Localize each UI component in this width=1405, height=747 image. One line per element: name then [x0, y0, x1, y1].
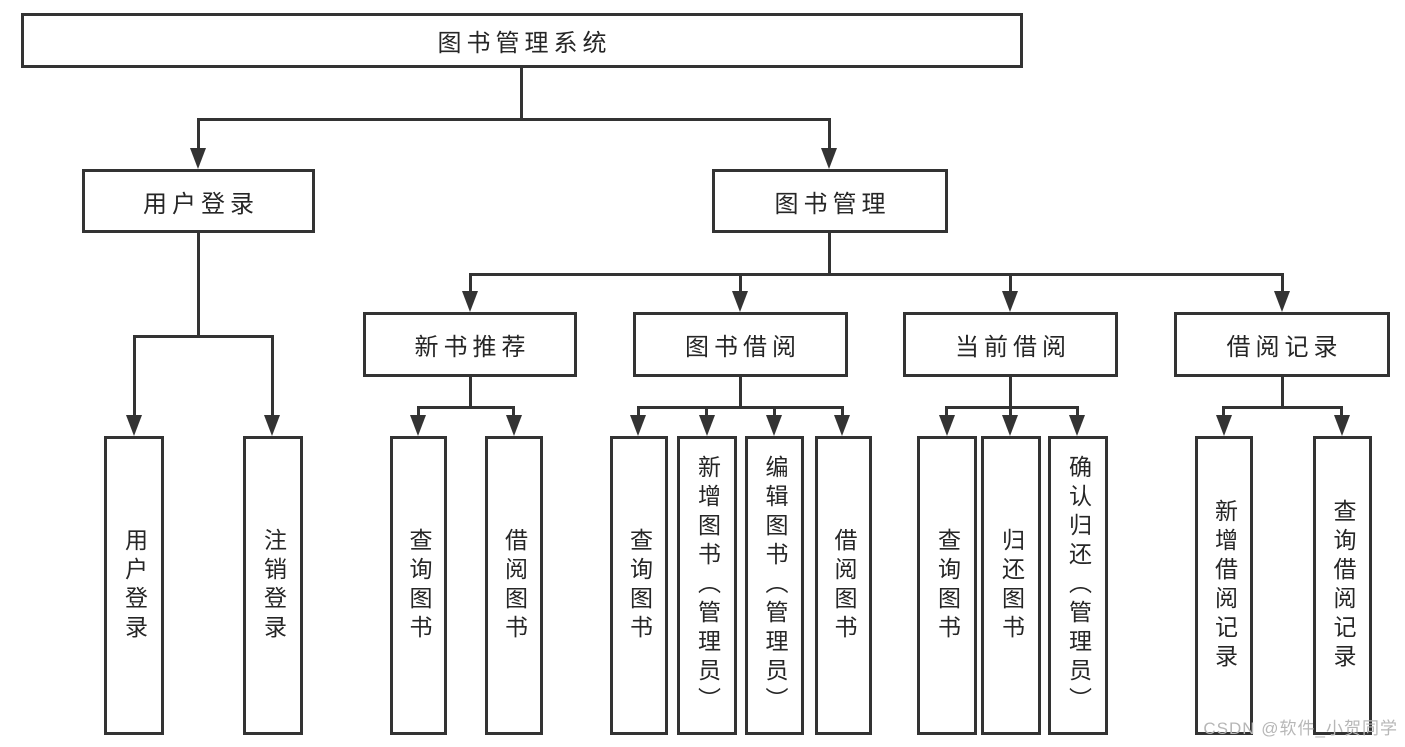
connector-line	[469, 273, 1284, 276]
leaf-add-borrow-record: 新增借阅记录	[1195, 436, 1253, 735]
node-label: 图书借阅	[685, 334, 801, 361]
connector-line	[1076, 406, 1079, 419]
leaf-label: 查询图书	[626, 527, 653, 644]
arrowhead-down	[264, 415, 280, 436]
arrowhead-down	[699, 415, 715, 436]
leaf-label: 查询图书	[934, 527, 961, 644]
leaf-query-books-borrowing: 查询图书	[610, 436, 668, 735]
arrowhead-down	[1274, 291, 1290, 312]
leaf-label: 注销登录	[260, 527, 287, 644]
leaf-user-login: 用户登录	[104, 436, 164, 735]
connector-line	[1281, 273, 1284, 295]
connector-line	[469, 273, 472, 295]
connector-line	[637, 406, 640, 419]
arrowhead-down	[766, 415, 782, 436]
node-book-management: 图书管理	[712, 169, 948, 233]
connector-line	[828, 118, 831, 150]
arrowhead-down	[1002, 415, 1018, 436]
connector-line	[739, 273, 742, 295]
leaf-add-book-admin: 新增图书（管理员）	[677, 436, 737, 735]
leaf-label: 查询借阅记录	[1330, 498, 1356, 673]
leaf-query-borrow-record: 查询借阅记录	[1313, 436, 1372, 735]
node-label: 借阅记录	[1226, 334, 1343, 361]
arrowhead-down	[939, 415, 955, 436]
leaf-label: 新增图书（管理员）	[694, 455, 721, 716]
connector-line	[197, 233, 200, 335]
leaf-query-books-current: 查询图书	[917, 436, 977, 735]
leaf-confirm-return-admin: 确认归还（管理员）	[1048, 436, 1108, 735]
arrowhead-down	[126, 415, 142, 436]
leaf-label: 借阅图书	[501, 527, 528, 644]
node-borrowing-records: 借阅记录	[1174, 312, 1390, 377]
connector-line	[1222, 406, 1343, 409]
node-label: 当前借阅	[955, 334, 1071, 361]
arrowhead-down	[1216, 415, 1232, 436]
arrowhead-down	[834, 415, 850, 436]
arrowhead-down	[1069, 415, 1085, 436]
connector-line	[417, 406, 420, 419]
connector-line	[705, 406, 708, 419]
arrowhead-down	[732, 291, 748, 312]
connector-line	[1340, 406, 1343, 419]
leaf-return-book: 归还图书	[981, 436, 1041, 735]
connector-line	[133, 335, 274, 338]
leaf-label: 归还图书	[998, 527, 1025, 644]
leaf-label: 借阅图书	[831, 527, 857, 644]
connector-line	[637, 406, 844, 409]
connector-line	[197, 118, 831, 121]
leaf-edit-book-admin: 编辑图书（管理员）	[745, 436, 804, 735]
node-user-login: 用户登录	[82, 169, 315, 233]
leaf-borrow-books-recommend: 借阅图书	[485, 436, 543, 735]
leaf-label: 查询图书	[406, 527, 432, 644]
node-label: 图书管理	[774, 190, 891, 218]
leaf-borrow-books: 借阅图书	[815, 436, 872, 735]
arrowhead-down	[506, 415, 522, 436]
node-new-book-recommend: 新书推荐	[363, 312, 577, 377]
connector-line	[417, 406, 515, 409]
connector-line	[773, 406, 776, 419]
connector-line	[945, 406, 1079, 409]
node-label: 图书管理系统	[437, 30, 612, 57]
arrowhead-down	[630, 415, 646, 436]
arrowhead-down	[1002, 291, 1018, 312]
leaf-label: 编辑图书（管理员）	[762, 455, 788, 716]
leaf-label: 确认归还（管理员）	[1065, 455, 1092, 716]
connector-line	[133, 335, 136, 419]
csdn-watermark: CSDN @软件_小贺同学	[1203, 719, 1398, 738]
connector-line	[945, 406, 948, 419]
connector-line	[512, 406, 515, 419]
arrowhead-down	[190, 148, 206, 169]
connector-line	[1009, 406, 1012, 419]
connector-line	[271, 335, 274, 419]
connector-line	[469, 377, 472, 406]
connector-line	[1281, 377, 1284, 406]
arrowhead-down	[821, 148, 837, 169]
connector-line	[1009, 377, 1012, 406]
node-current-borrowing: 当前借阅	[903, 312, 1118, 377]
connector-line	[828, 233, 831, 273]
connector-line	[841, 406, 844, 419]
node-book-borrowing: 图书借阅	[633, 312, 848, 377]
node-label: 新书推荐	[414, 334, 531, 361]
node-label: 用户登录	[143, 190, 259, 218]
arrowhead-down	[1334, 415, 1350, 436]
connector-line	[1222, 406, 1225, 419]
node-root-library-system: 图书管理系统	[21, 13, 1023, 68]
leaf-label: 用户登录	[121, 527, 148, 644]
connector-line	[1009, 273, 1012, 295]
leaf-logout: 注销登录	[243, 436, 303, 735]
connector-line	[520, 68, 523, 118]
arrowhead-down	[462, 291, 478, 312]
connector-line	[197, 118, 200, 150]
arrowhead-down	[410, 415, 426, 436]
leaf-label: 新增借阅记录	[1211, 498, 1238, 673]
leaf-query-books-recommend: 查询图书	[390, 436, 447, 735]
connector-line	[739, 377, 742, 406]
